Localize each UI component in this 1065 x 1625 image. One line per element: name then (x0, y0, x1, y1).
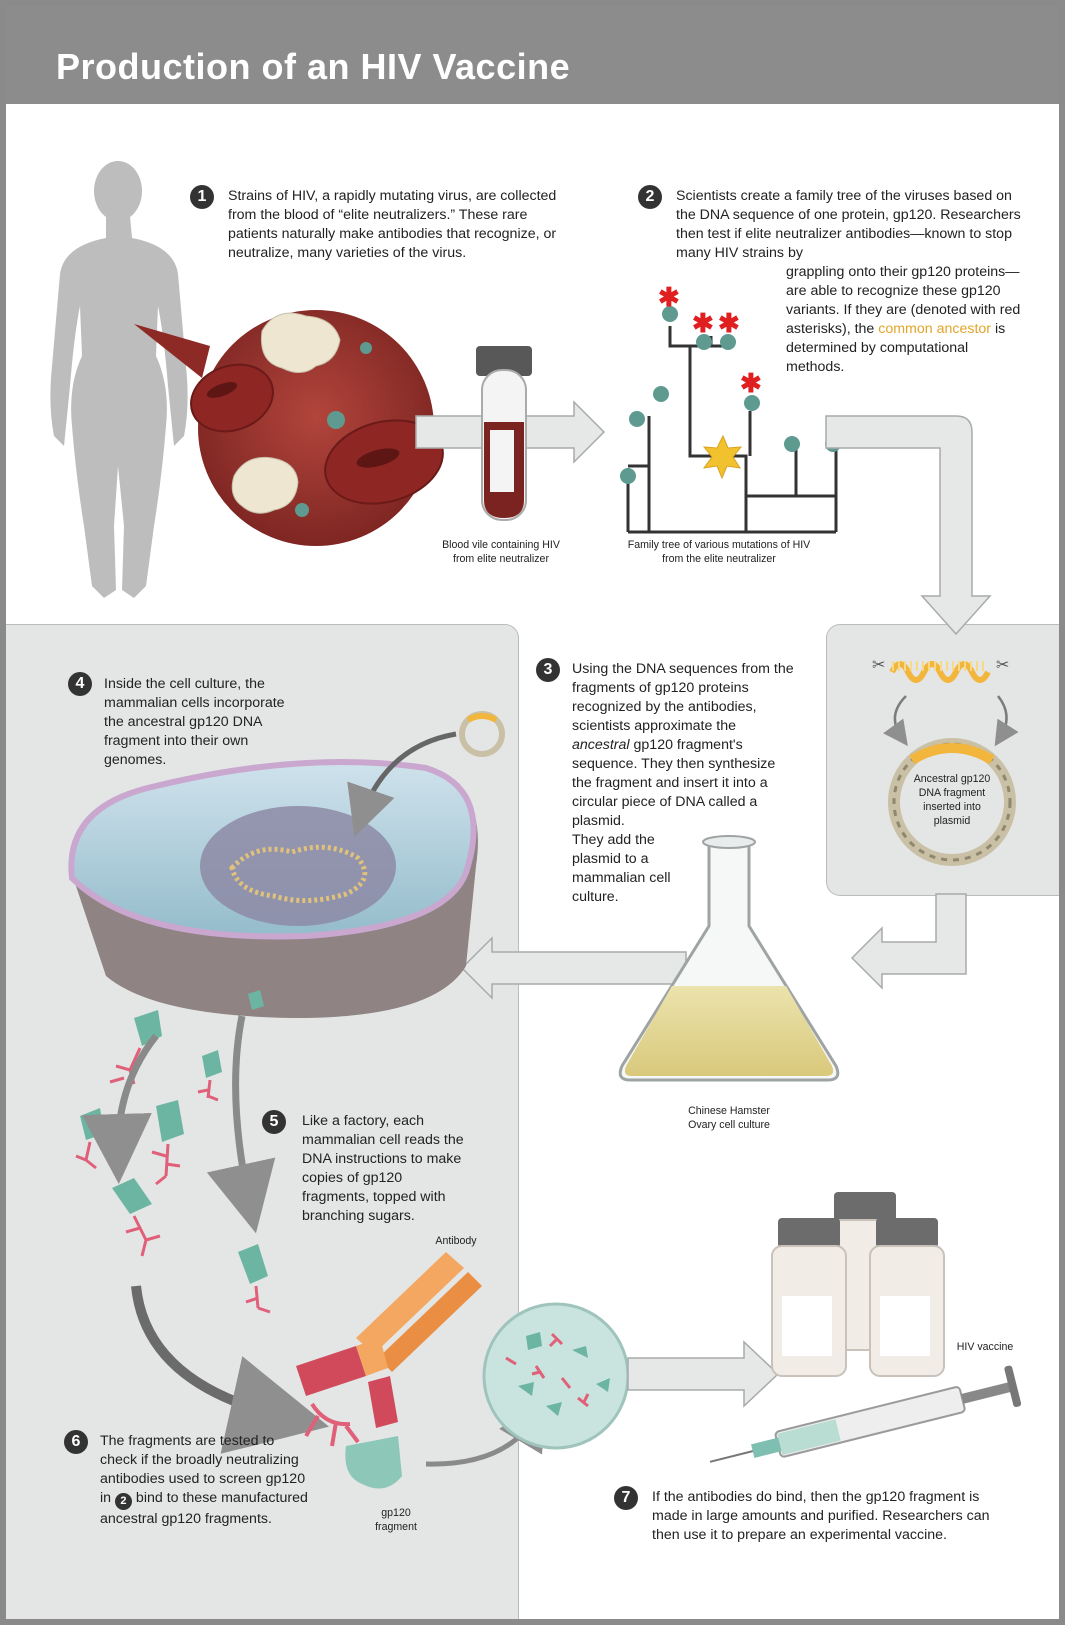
step-4-number: 4 (68, 672, 92, 696)
step-2-text-b: grappling onto their gp120 proteins—are … (786, 264, 1021, 375)
plasmid-panel (826, 624, 1059, 896)
blood-zoom (134, 310, 444, 546)
arrow-to-vaccine (627, 1340, 780, 1408)
svg-text:✂: ✂ (872, 655, 885, 674)
svg-text:✱: ✱ (740, 368, 762, 398)
culture-flask (618, 835, 840, 1082)
step-7-text: If the antibodies do bind, then the gp12… (652, 1489, 990, 1543)
caption-culture: Chinese Hamster Ovary cell culture (688, 1105, 770, 1131)
illustrations: ✱✱✱✱ ✂ ✂ (50, 161, 1022, 1489)
step-5-number: 5 (262, 1110, 286, 1134)
plasmid-art: ✂ ✂ (872, 655, 1019, 866)
arrow-to-flask (850, 893, 967, 990)
title-banner: Production of an HIV Vaccine (6, 6, 1059, 104)
step-1-text: Strains of HIV, a rapidly mutating virus… (228, 188, 557, 261)
svg-text:✱: ✱ (658, 282, 680, 312)
svg-text:✱: ✱ (692, 308, 714, 338)
svg-text:✂: ✂ (996, 655, 1009, 674)
step-6-number: 6 (64, 1430, 88, 1454)
step-1-number: 1 (190, 185, 214, 209)
step-2-text-a: Scientists create a family tree of the v… (676, 188, 1021, 261)
step-7-number: 7 (614, 1486, 638, 1510)
step-2-number: 2 (638, 185, 662, 209)
caption-plasmid: Ancestral gp120 DNA fragment inserted in… (913, 773, 991, 827)
mammalian-cell (68, 711, 505, 1018)
common-ancestor-label: common ancestor (878, 321, 992, 337)
step-3-number: 3 (536, 658, 560, 682)
caption-blood: Blood vile containing HIV from elite neu… (442, 539, 560, 565)
step-5-text: Like a factory, each mammalian cell read… (302, 1113, 464, 1224)
antibody (296, 1252, 482, 1489)
woman-silhouette (50, 161, 188, 598)
step-2-reference: 2 (114, 1493, 132, 1510)
step-3-text-c: They add the plasmid to a mammalian cell… (572, 832, 671, 905)
arrow-flask-to-cell (460, 936, 687, 1000)
step-6-text: The fragments are tested to check if the… (100, 1433, 308, 1527)
infographic: Production of an HIV Vaccine (6, 6, 1059, 1619)
vaccine-vials (771, 1192, 945, 1377)
step-4-text: Inside the cell culture, the mammalian c… (104, 676, 285, 768)
caption-vaccine: HIV vaccine (956, 1341, 1014, 1353)
blood-vial (476, 346, 532, 521)
arrow-to-plasmid (825, 415, 992, 636)
page-title: Production of an HIV Vaccine (56, 46, 571, 87)
caption-antibody: Antibody (435, 1235, 477, 1247)
red-asterisks: ✱✱✱✱ (658, 282, 762, 398)
svg-text:✱: ✱ (718, 308, 740, 338)
family-tree (626, 326, 838, 534)
caption-tree: Family tree of various mutations of HIV … (627, 539, 811, 565)
common-ancestor-star (702, 434, 743, 480)
step-3-text: Using the DNA sequences from the fragmen… (572, 661, 794, 829)
purified-sample (482, 1302, 630, 1450)
caption-fragment: gp120 fragment (375, 1507, 417, 1533)
syringe (709, 1365, 1022, 1463)
